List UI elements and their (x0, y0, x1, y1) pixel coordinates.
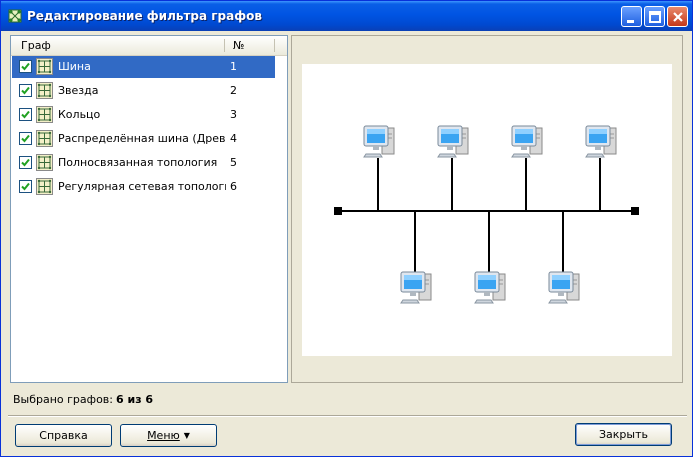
checkmark-icon (21, 110, 30, 119)
graph-grid-icon (36, 106, 53, 123)
window-title: Редактирование фильтра графов (27, 9, 262, 23)
column-header-graph[interactable]: Граф (21, 39, 51, 52)
row-number: 4 (230, 132, 237, 145)
computer-icon (585, 125, 617, 158)
bus-topology-diagram (334, 125, 639, 304)
close-button[interactable]: Закрыть (575, 423, 672, 446)
help-button-label: Справка (39, 429, 88, 442)
row-checkbox[interactable] (19, 60, 32, 73)
selected-count-value: 6 из 6 (116, 393, 154, 406)
list-item[interactable]: Регулярная сетевая топология 6 (12, 176, 275, 198)
checkmark-icon (21, 62, 30, 71)
row-number: 5 (230, 156, 237, 169)
row-number: 6 (230, 180, 237, 193)
header-divider (274, 39, 275, 52)
computer-icon (474, 271, 506, 304)
computer-icon (548, 271, 580, 304)
minimize-button[interactable] (621, 6, 642, 27)
row-checkbox[interactable] (19, 180, 32, 193)
maximize-button[interactable] (644, 6, 665, 27)
selected-count-label: Выбрано графов: (13, 393, 113, 406)
row-checkbox[interactable] (19, 108, 32, 121)
row-checkbox[interactable] (19, 156, 32, 169)
computer-icon (363, 125, 395, 158)
row-label: Шина (58, 60, 91, 73)
close-icon (673, 12, 683, 22)
dropdown-arrow-icon: ▼ (183, 431, 190, 440)
graph-grid-icon (36, 82, 53, 99)
preview-panel (291, 35, 683, 383)
checkmark-icon (21, 182, 30, 191)
row-number: 3 (230, 108, 237, 121)
row-checkbox[interactable] (19, 84, 32, 97)
computer-icon (400, 271, 432, 304)
row-label: Распределённая шина (Древо… (58, 132, 226, 145)
bus-terminator (631, 207, 639, 215)
computer-icon (437, 125, 469, 158)
list-item[interactable]: Кольцо 3 (12, 104, 275, 126)
bus-terminator (334, 207, 342, 215)
divider (8, 415, 687, 417)
list-item[interactable]: Шина 1 (12, 56, 275, 78)
title-bar[interactable]: Редактирование фильтра графов (1, 1, 692, 31)
row-label: Регулярная сетевая топология (58, 180, 226, 193)
graph-grid-icon (36, 58, 53, 75)
close-button-label: Закрыть (599, 428, 648, 441)
row-number: 1 (230, 60, 237, 73)
close-window-button[interactable] (667, 6, 688, 27)
checkmark-icon (21, 86, 30, 95)
computer-icon (511, 125, 543, 158)
row-label: Звезда (58, 84, 99, 97)
menu-button[interactable]: Меню▼ (120, 424, 217, 447)
list-item[interactable]: Полносвязанная топология 5 (12, 152, 275, 174)
list-header: Граф № (11, 36, 287, 56)
graph-grid-icon (36, 130, 53, 147)
graph-grid-icon (36, 154, 53, 171)
graph-grid-icon (36, 178, 53, 195)
header-divider (224, 39, 225, 52)
checkmark-icon (21, 134, 30, 143)
graph-filter-icon (8, 9, 22, 23)
maximize-icon (649, 11, 661, 23)
help-button[interactable]: Справка (15, 424, 112, 447)
row-label: Кольцо (58, 108, 101, 121)
topology-preview (302, 64, 672, 356)
row-number: 2 (230, 84, 237, 97)
menu-button-label: Меню (147, 429, 180, 442)
list-item[interactable]: Распределённая шина (Древо… 4 (12, 128, 275, 150)
row-checkbox[interactable] (19, 132, 32, 145)
minimize-icon (627, 20, 634, 23)
column-header-number[interactable]: № (233, 39, 245, 52)
list-item[interactable]: Звезда 2 (12, 80, 275, 102)
row-label: Полносвязанная топология (58, 156, 218, 169)
checkmark-icon (21, 158, 30, 167)
